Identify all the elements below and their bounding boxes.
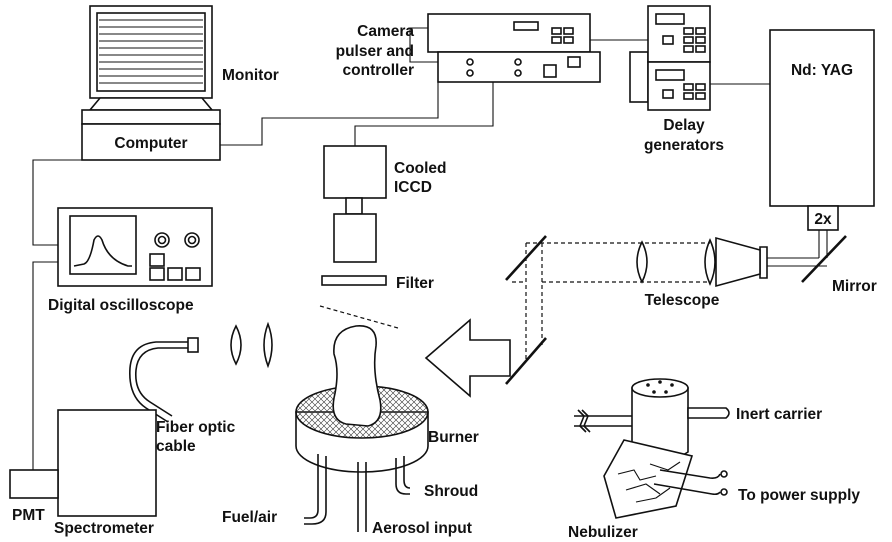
telescope <box>636 236 768 288</box>
nd-yag-label: Nd: YAG <box>791 62 853 79</box>
beam-path-dashed <box>319 242 710 360</box>
fiber-label-line1: Fiber optic <box>156 419 236 436</box>
flame <box>332 325 382 427</box>
doubler-label: 2x <box>814 211 832 228</box>
spectrometer-box <box>57 409 157 517</box>
turning-mirror-bottom <box>505 337 547 385</box>
camera-label-line1: Camera <box>357 23 414 40</box>
laser-beam <box>766 230 828 267</box>
monitor-screen-lines <box>99 19 203 84</box>
power-supply-label: To power supply <box>738 487 860 504</box>
nd-yag-laser <box>769 29 875 207</box>
laser-mirror <box>801 235 847 283</box>
telescope-label: Telescope <box>645 292 720 309</box>
camera-label-line2: pulser and <box>336 43 414 60</box>
aerosol-input-label: Aerosol input <box>372 520 472 537</box>
collection-lens-2 <box>263 321 273 369</box>
mirror-label: Mirror <box>832 278 877 295</box>
delay-label-line1: Delay <box>663 117 705 134</box>
camera-label-line3: controller <box>343 62 414 79</box>
turning-mirror-top <box>505 235 547 281</box>
fuel-air-label: Fuel/air <box>222 509 277 526</box>
iccd-label-line2: ICCD <box>394 179 432 196</box>
filter <box>321 275 387 286</box>
computer-box <box>81 123 221 161</box>
shroud-label: Shroud <box>424 483 478 500</box>
nebulizer <box>574 378 730 519</box>
digital-oscilloscope <box>57 207 213 287</box>
filter-label: Filter <box>396 275 434 292</box>
cables <box>32 27 770 470</box>
beam-direction-arrow <box>424 318 511 398</box>
inert-carrier-label: Inert carrier <box>736 406 822 423</box>
cooled-iccd-camera <box>323 145 387 263</box>
camera-pulser-controller <box>427 13 601 83</box>
monitor-label: Monitor <box>222 67 279 84</box>
computer-label: Computer <box>114 135 187 152</box>
delay-label-line2: generators <box>644 137 724 154</box>
pmt-box <box>9 469 59 499</box>
burner-label: Burner <box>428 429 479 446</box>
collection-lens-1 <box>230 324 242 366</box>
delay-generators <box>629 5 711 111</box>
pmt-label: PMT <box>12 507 45 524</box>
oscilloscope-label: Digital oscilloscope <box>48 297 194 314</box>
spectrometer-label: Spectrometer <box>54 520 154 537</box>
monitor <box>81 5 221 125</box>
nebulizer-label: Nebulizer <box>568 524 638 541</box>
frequency-doubler <box>807 205 839 231</box>
fiber-label-line2: cable <box>156 438 196 455</box>
fiber-optic-cable <box>129 337 199 423</box>
iccd-label-line1: Cooled <box>394 160 447 177</box>
